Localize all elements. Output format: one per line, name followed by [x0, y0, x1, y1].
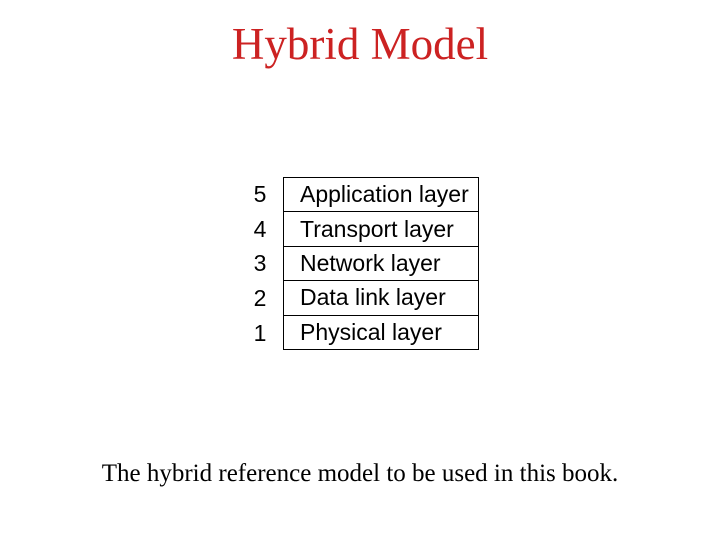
layer-number: 5	[253, 180, 267, 207]
layer-number: 2	[253, 285, 267, 312]
slide-caption: The hybrid reference model to be used in…	[101, 460, 619, 487]
layer-label: Data link layer	[300, 284, 446, 311]
layer-row: Transport layer	[284, 211, 478, 245]
layer-label: Physical layer	[300, 318, 442, 345]
layer-label: Transport layer	[300, 215, 454, 242]
layer-row: Network layer	[284, 245, 478, 280]
layer-numbers: 5 4 3 2 1	[245, 177, 275, 351]
layer-row: Data link layer	[284, 280, 478, 314]
layer-number: 4	[253, 215, 267, 242]
layer-number: 1	[253, 320, 267, 347]
slide-title: Hybrid Model	[231, 19, 489, 69]
layer-row: Application layer	[284, 178, 478, 211]
layer-number: 3	[253, 250, 267, 277]
layer-label: Application layer	[300, 181, 469, 208]
layer-row: Physical layer	[284, 314, 478, 349]
layer-label: Network layer	[300, 250, 441, 277]
